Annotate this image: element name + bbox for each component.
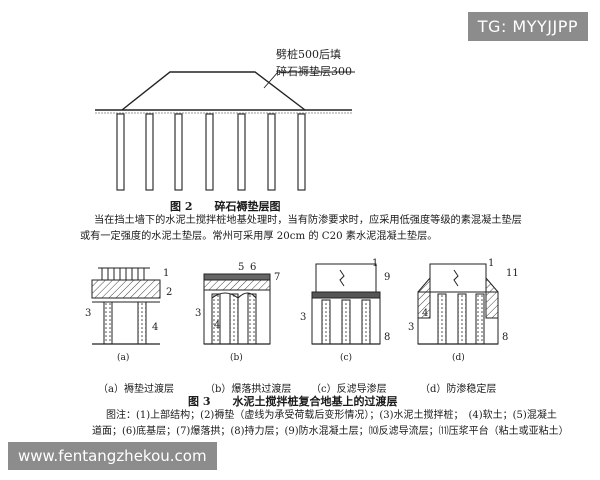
pile xyxy=(237,113,246,191)
paragraph-line-2: 或有一定强度的水泥土垫层。常州可采用厚 20cm 的 C20 素水泥混凝土垫层。 xyxy=(80,231,438,242)
annotation-line1: 劈桩500后填 xyxy=(276,47,341,61)
note-line-1: 图注：(1)上部结构；(2)褥垫（虚线为承受荷载后变形情况）；(3)水泥土搅拌桩… xyxy=(106,410,557,421)
svg-text:6: 6 xyxy=(250,262,256,273)
body-paragraph: 当在挡土墙下的水泥土搅拌桩地基处理时，当有防渗要求时，应采用低强度等级的素混凝土… xyxy=(80,213,580,245)
pile xyxy=(116,113,125,191)
svg-text:3: 3 xyxy=(195,308,201,319)
annotation-line2: 碎石褥垫层300 xyxy=(276,64,352,78)
figure-2-caption: 图 2 碎石褥垫层图 xyxy=(170,200,281,213)
svg-text:(b): (b) xyxy=(230,352,243,363)
site-watermark: www.fentangzhekou.com xyxy=(8,442,217,470)
svg-text:1: 1 xyxy=(488,258,494,269)
subfigure-b-label: （b）爆落拱过渡层 xyxy=(205,384,292,395)
svg-text:4: 4 xyxy=(422,308,428,319)
figure-3-notes: 图注：(1)上部结构；(2)褥垫（虚线为承受荷载后变形情况）；(3)水泥土搅拌桩… xyxy=(92,408,582,440)
svg-text:(c): (c) xyxy=(340,352,352,363)
pile xyxy=(267,113,276,191)
figure-2-drawing: 劈桩500后填 碎石褥垫层300 xyxy=(95,47,355,191)
svg-text:8: 8 xyxy=(384,332,390,343)
annotation-leader xyxy=(263,71,355,89)
subfigure-c: 1 9 3 8 (c) xyxy=(300,258,390,363)
pile xyxy=(297,113,306,191)
figure-3-drawing: 1 2 3 4 (a) 5 6 7 3 4 (b) xyxy=(85,258,519,363)
tg-watermark: TG: MYYJJPP xyxy=(467,12,588,41)
svg-text:3: 3 xyxy=(408,322,414,333)
svg-text:1: 1 xyxy=(163,268,169,279)
subfigure-b: 5 6 7 3 4 (b) xyxy=(195,262,280,363)
pile xyxy=(205,113,214,191)
pile-group xyxy=(116,113,306,191)
svg-text:7: 7 xyxy=(274,272,280,283)
subfigure-a: 1 2 3 4 (a) xyxy=(85,267,172,363)
svg-text:4: 4 xyxy=(152,322,158,333)
svg-text:8: 8 xyxy=(502,332,508,343)
svg-text:2: 2 xyxy=(166,287,172,298)
svg-text:11: 11 xyxy=(506,268,519,279)
svg-text:3: 3 xyxy=(85,308,91,319)
pile xyxy=(174,113,183,191)
embankment-outline xyxy=(121,71,306,111)
svg-text:(a): (a) xyxy=(117,352,129,363)
pile xyxy=(145,113,154,191)
subfigure-d-label: （d）防渗稳定层 xyxy=(420,384,497,395)
svg-text:4: 4 xyxy=(214,320,220,331)
paragraph-line-1: 当在挡土墙下的水泥土搅拌桩地基处理时，当有防渗要求时，应采用低强度等级的素混凝土… xyxy=(94,215,522,226)
figure-3-caption: 图 3 水泥土搅拌桩复合地基上的过渡层 xyxy=(188,395,398,408)
subfigure-a-label: （a）褥垫过渡层 xyxy=(98,384,174,395)
svg-text:5: 5 xyxy=(238,262,244,273)
svg-text:(d): (d) xyxy=(452,352,465,363)
subfigure-d: 1 11 4 3 8 (d) xyxy=(408,258,519,363)
subfigure-c-label: （c）反滤导渗层 xyxy=(311,384,387,395)
svg-text:1: 1 xyxy=(372,258,378,269)
svg-text:3: 3 xyxy=(300,312,306,323)
note-line-2: 道面；(6)底基层；(7)爆落拱；(8)持力层；(9)防水混凝土层；⑽反滤导流层… xyxy=(92,426,569,437)
svg-text:9: 9 xyxy=(384,272,390,283)
